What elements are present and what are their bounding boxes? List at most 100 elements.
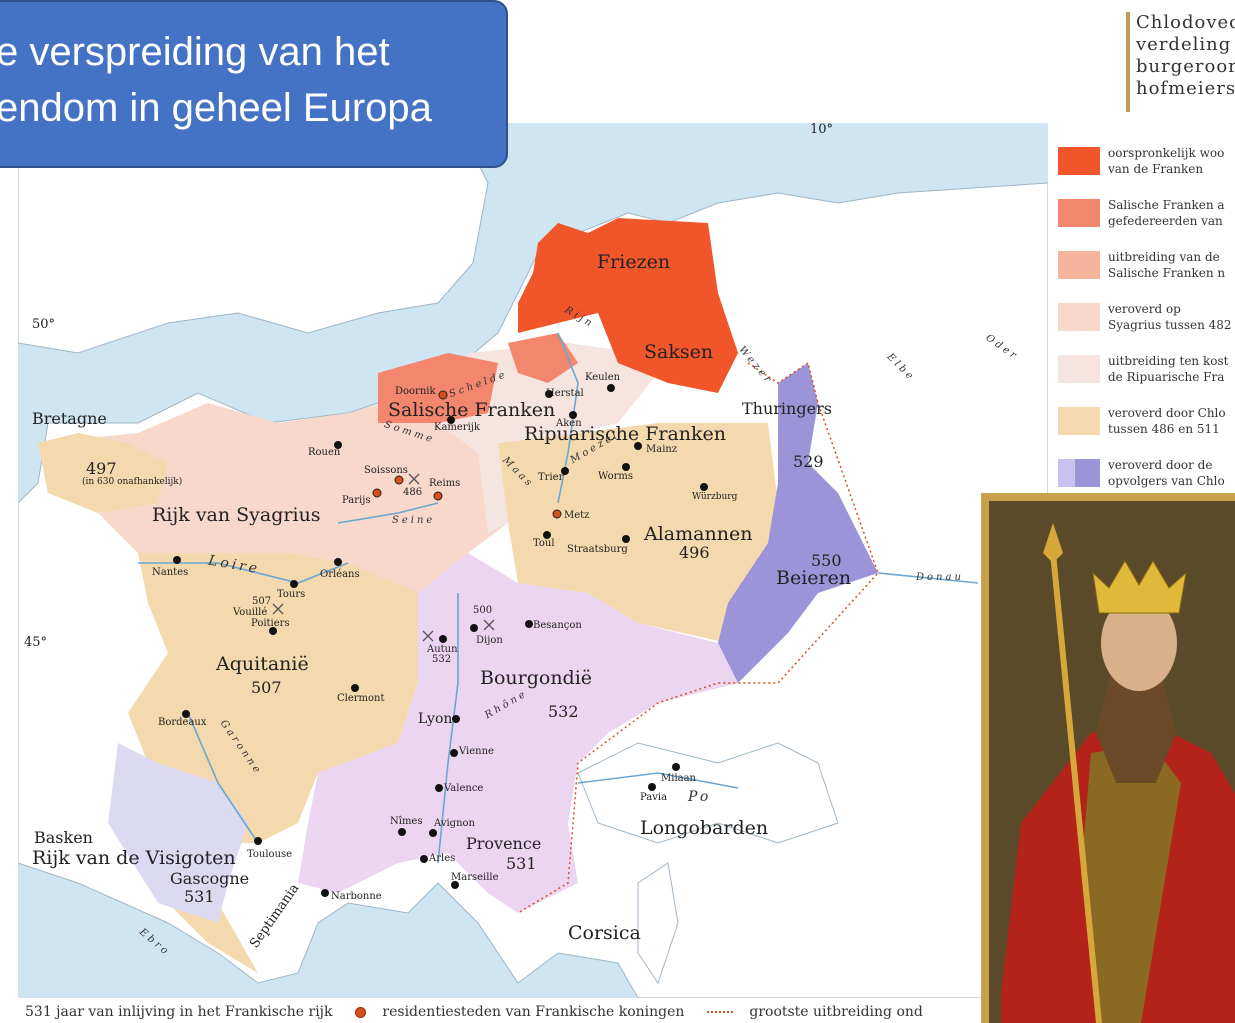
city-dot-toulouse: [254, 837, 262, 845]
legend-item: Salische Franken a gefedereerden van: [1056, 195, 1235, 231]
region-label-visigoten: Rijk van de Visigoten: [32, 847, 236, 869]
legend-line-1: veroverd door Chlo: [1108, 406, 1226, 420]
year-label-provence: 531: [506, 854, 537, 873]
face: [1101, 595, 1177, 691]
tunic: [1081, 743, 1181, 1023]
fleur-de-lis-icon: [1043, 523, 1063, 563]
city-dot-straatsburg: [622, 535, 630, 543]
year-label-bourgondie: 532: [548, 702, 579, 721]
city-dot-narbonne: [321, 889, 329, 897]
city-label-arles: Arles: [429, 853, 456, 864]
city-label-clermont: Clermont: [337, 693, 385, 704]
city-label-trier: Trier: [538, 472, 564, 483]
city-dot-aken: [569, 411, 577, 419]
legend-swatch: [1058, 199, 1100, 227]
city-label-aken: Aken: [556, 418, 582, 429]
salian-core-region: [508, 333, 578, 383]
city-label-besancon: Besançon: [533, 620, 582, 631]
scepter: [1050, 552, 1102, 1023]
ripuarian-region: [438, 343, 658, 533]
legend-line-1: veroverd door de: [1108, 458, 1213, 472]
river-label-po: Po: [688, 789, 712, 805]
city-dot-besancon: [525, 620, 533, 628]
legend-line-2: gefedereerden van: [1108, 214, 1223, 228]
legend-swatch: [1058, 147, 1100, 175]
beieren-region: [718, 363, 878, 683]
legend-line-2: van de Franken: [1108, 162, 1204, 176]
city-label-reims: Reims: [429, 478, 461, 489]
alamannen-region: [498, 423, 778, 643]
region-label-aquitanie: Aquitanië: [216, 653, 309, 675]
city-label-mainz: Mainz: [646, 444, 678, 455]
city-label-keulen: Keulen: [585, 372, 621, 383]
region-label-ripuarische-franken: Ripuarische Franken: [524, 423, 727, 445]
burgundy-provence-region: [298, 553, 738, 913]
region-label-alamannen: Alamannen: [644, 523, 753, 545]
city-label-kamerijk: Kamerijk: [434, 422, 480, 433]
po-river: [577, 772, 739, 789]
header-line-4: hofmeiers: [1136, 78, 1235, 99]
city-dot-trier: [561, 467, 569, 475]
battle-icon-vouille: [272, 603, 284, 615]
map-footer-legend: 531 jaar van inlijving in het Frankische…: [25, 1004, 985, 1023]
city-label-worms: Worms: [598, 471, 634, 482]
city-label-vouille: Vouillé: [233, 607, 268, 618]
city-dot-worms: [622, 463, 630, 471]
battle-icon-soissons: [408, 473, 420, 485]
city-dot-metz: [552, 509, 562, 519]
city-label-rouen: Rouen: [308, 447, 341, 458]
region-label-corsica: Corsica: [568, 922, 641, 944]
header-line-2: verdeling: [1136, 34, 1232, 55]
city-label-poitiers: Poitiers: [251, 618, 290, 629]
gascogne-region: [108, 743, 248, 923]
river-label-donau: Donau: [916, 572, 964, 583]
syagrius-region: [38, 393, 508, 593]
city-dot-vienne: [450, 749, 458, 757]
city-dot-keulen: [607, 384, 615, 392]
river-label-seine: Seine: [392, 515, 436, 526]
city-label-marseille: Marseille: [451, 872, 499, 883]
city-label-nantes: Nantes: [152, 567, 189, 578]
city-label-parijs: Parijs: [342, 495, 371, 506]
legend-line-1: Salische Franken a: [1108, 198, 1225, 212]
region-label-basken: Basken: [34, 828, 93, 847]
battle-icon-dijon: [483, 619, 495, 631]
legend-swatch: [1058, 355, 1100, 383]
city-dot-mainz: [634, 442, 642, 450]
city-label-autun: Autun: [427, 644, 458, 655]
city-dot-avignon: [429, 829, 437, 837]
corsica-island: [637, 862, 679, 985]
danube-river: [877, 572, 979, 584]
city-dot-parijs: [372, 488, 382, 498]
city-label-milaan: Milaan: [661, 773, 696, 784]
city-label-vienne: Vienne: [459, 746, 494, 757]
city-dot-pavia: [648, 783, 656, 791]
city-label-pavia: Pavia: [640, 792, 668, 803]
legend-line-2: Syagrius tussen 482: [1108, 318, 1232, 332]
note-bretagne: (in 630 onafhankelijk): [82, 477, 183, 487]
city-dot-bordeaux: [182, 710, 190, 718]
city-dots: [173, 384, 708, 897]
city-label-tours: Tours: [277, 589, 306, 600]
residence-dot-icon: [354, 1006, 366, 1018]
battle-icon-autun: [422, 630, 434, 642]
year-label-gascogne: 531: [184, 887, 215, 906]
header-line-3: burgeroor: [1136, 56, 1235, 77]
city-dot-autun: [439, 635, 447, 643]
footer-year-legend: 531 jaar van inlijving in het Frankische…: [25, 1004, 333, 1020]
region-label-bretagne: Bretagne: [32, 409, 107, 428]
year-label-aquitanie: 507: [251, 678, 282, 697]
region-label-saksen: Saksen: [644, 341, 714, 363]
header-line-1: Chlodovec: [1136, 12, 1235, 33]
city-label-valence: Valence: [444, 783, 484, 794]
legend-line-1: uitbreiding van de: [1108, 250, 1220, 264]
year-label-soissons: 486: [403, 487, 423, 498]
city-dot-valence: [435, 784, 443, 792]
city-dot-rouen: [334, 441, 342, 449]
legend-line-2: de Ripuarische Fra: [1108, 370, 1225, 384]
